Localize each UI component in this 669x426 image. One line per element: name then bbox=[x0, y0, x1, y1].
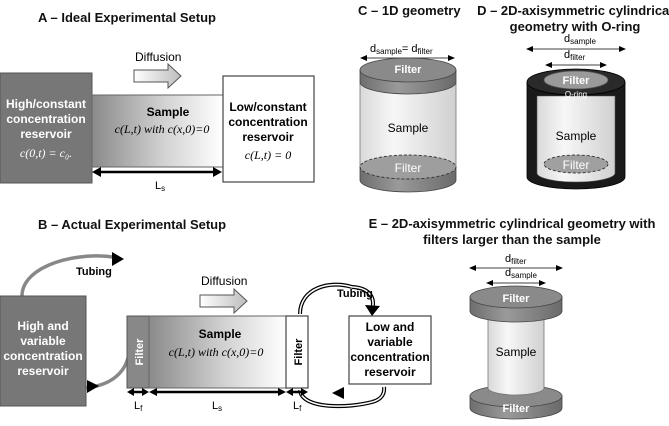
panel-d: D – 2D-axisymmetric cylindrical geometry… bbox=[477, 3, 669, 190]
panel-a-title: A – Ideal Experimental Setup bbox=[38, 10, 216, 25]
filter-label-bottom-e: Filter bbox=[503, 403, 531, 415]
diameter-arrowhead-e-filter-left bbox=[469, 265, 476, 271]
diffusion-label-b: Diffusion bbox=[201, 274, 247, 288]
filter-top-d bbox=[543, 70, 609, 90]
filter-bottom-face-c bbox=[359, 154, 457, 180]
length-arrowhead-filter-left-b bbox=[142, 388, 149, 396]
diameter-arrowhead-c-right bbox=[448, 55, 455, 61]
diameter-arrowhead-d-filter-left bbox=[545, 62, 552, 68]
tubing-arrowhead-bottom-right bbox=[332, 387, 344, 399]
length-arrowhead-filter-right-a bbox=[286, 388, 293, 396]
sample-label-b: Sample bbox=[199, 327, 242, 341]
panel-e-title-line-2: filters larger than the sample bbox=[423, 232, 601, 247]
panel-e-title-line-1: E – 2D-axisymmetric cylindrical geometry… bbox=[369, 216, 656, 231]
filter-right-b bbox=[285, 315, 309, 389]
diameter-label-d-filter: dfilter bbox=[564, 49, 586, 62]
sample-region-a bbox=[91, 94, 224, 168]
panel-d-title-line-2: geometry with O-ring bbox=[510, 19, 641, 34]
high-constant-reservoir-line-1: High/constant bbox=[6, 97, 86, 111]
sample-label-c: Sample bbox=[388, 121, 429, 135]
sample-label-d: Sample bbox=[556, 129, 597, 143]
diameter-arrowhead-e-filter-right bbox=[556, 265, 563, 271]
right-boundary-condition: c(L,t) = 0 bbox=[245, 148, 291, 162]
length-label-filter-left: Lf bbox=[134, 400, 143, 413]
filter-label-bottom-d: Filter bbox=[563, 158, 590, 172]
diameter-arrowhead-d-sample-right bbox=[619, 46, 626, 52]
high-variable-reservoir-line-2: variable bbox=[20, 334, 66, 348]
filter-label-bottom-c: Filter bbox=[395, 161, 422, 175]
length-arrowhead-filter-left-a bbox=[127, 388, 134, 396]
tubing-label-right: Tubing bbox=[337, 288, 373, 300]
high-variable-reservoir-line-1: High and bbox=[17, 319, 68, 333]
diameter-label-c: dsample= dfilter bbox=[370, 43, 433, 56]
high-variable-reservoir-line-3: concentration bbox=[3, 349, 82, 363]
length-arrowhead-sample-left bbox=[149, 388, 157, 396]
tubing-arrowhead-top-left bbox=[112, 252, 124, 266]
tubing-arrowhead-bottom-left bbox=[87, 380, 99, 393]
diameter-arrowhead-e-sample-right bbox=[539, 280, 546, 286]
filter-top-c bbox=[359, 57, 457, 83]
length-label-sample-b: Ls bbox=[212, 400, 222, 413]
filter-label-top-c: Filter bbox=[395, 64, 423, 76]
oring-label-d: O-ring bbox=[565, 90, 587, 99]
high-constant-reservoir-line-3: reservoir bbox=[20, 127, 72, 141]
tubing-top-left bbox=[20, 254, 119, 297]
diameter-arrowhead-e-sample-left bbox=[486, 280, 493, 286]
panel-c: C – 1D geometry dsample= dfilter Filter … bbox=[358, 3, 461, 193]
length-label-filter-right: Lf bbox=[293, 400, 302, 413]
panel-b: B – Actual Experimental Setup Tubing Hig… bbox=[0, 217, 432, 413]
diameter-arrowhead-d-sample-left bbox=[526, 46, 533, 52]
panel-c-title: C – 1D geometry bbox=[358, 3, 461, 18]
filter-label-right-b: Filter bbox=[293, 338, 305, 366]
high-variable-reservoir bbox=[0, 295, 87, 407]
diameter-label-e-filter: dfilter bbox=[505, 253, 527, 266]
filter-label-left-b: Filter bbox=[134, 338, 146, 366]
length-arrowhead-sample-right bbox=[278, 388, 286, 396]
filter-top-e bbox=[469, 285, 563, 309]
low-constant-reservoir-line-1: Low/constant bbox=[229, 100, 306, 114]
tubing-bottom-right-inner-2 bbox=[371, 386, 385, 403]
panel-a: A – Ideal Experimental Setup High/consta… bbox=[0, 10, 315, 193]
sample-cylinder-e bbox=[487, 312, 545, 396]
panel-e: E – 2D-axisymmetric cylindrical geometry… bbox=[369, 216, 656, 420]
length-arrowhead-left bbox=[92, 167, 101, 177]
tubing-arrowhead-top-right bbox=[365, 305, 380, 316]
high-variable-reservoir-line-4: reservoir bbox=[17, 364, 69, 378]
low-variable-reservoir-line-4: reservoir bbox=[364, 365, 416, 379]
sample-label-a: Sample bbox=[147, 105, 190, 119]
left-boundary-condition: c(0,t) = c₀. bbox=[20, 146, 72, 160]
low-variable-reservoir bbox=[348, 315, 432, 385]
diameter-arrowhead-d-filter-right bbox=[600, 62, 607, 68]
high-constant-reservoir-line-2: concentration bbox=[6, 112, 85, 126]
high-constant-reservoir bbox=[0, 72, 93, 184]
length-arrowhead-right bbox=[213, 167, 222, 177]
diffusion-label-a: Diffusion bbox=[135, 50, 181, 64]
low-variable-reservoir-line-1: Low and bbox=[366, 320, 415, 334]
length-label-a: Ls bbox=[155, 180, 165, 193]
diffusion-arrow-a bbox=[133, 62, 182, 90]
filter-label-top-e: Filter bbox=[503, 293, 531, 305]
sample-equation-a: c(L,t) with c(x,0)=0 bbox=[115, 122, 210, 136]
low-constant-reservoir bbox=[222, 75, 315, 183]
length-arrowhead-filter-right-b bbox=[301, 388, 308, 396]
panel-b-title: B – Actual Experimental Setup bbox=[38, 217, 226, 232]
sample-equation-b: c(L,t) with c(x,0)=0 bbox=[169, 345, 264, 359]
low-constant-reservoir-line-3: reservoir bbox=[242, 130, 294, 144]
filter-bottom-d bbox=[543, 154, 609, 174]
low-variable-reservoir-line-3: concentration bbox=[350, 350, 429, 364]
diameter-label-e-sample: dsample bbox=[505, 267, 537, 280]
filter-label-top-d: Filter bbox=[563, 75, 591, 87]
low-constant-reservoir-line-2: concentration bbox=[228, 115, 307, 129]
panel-d-title-line-1: D – 2D-axisymmetric cylindrical bbox=[477, 3, 669, 18]
tubing-top-right-inner bbox=[299, 283, 353, 315]
tubing-label-left: Tubing bbox=[76, 266, 112, 278]
diameter-label-d-sample: dsample bbox=[564, 33, 596, 46]
low-variable-reservoir-line-2: variable bbox=[367, 335, 413, 349]
diffusion-arrow-b bbox=[199, 287, 248, 315]
sample-label-e: Sample bbox=[496, 345, 537, 359]
diameter-arrowhead-c-left bbox=[360, 55, 367, 61]
